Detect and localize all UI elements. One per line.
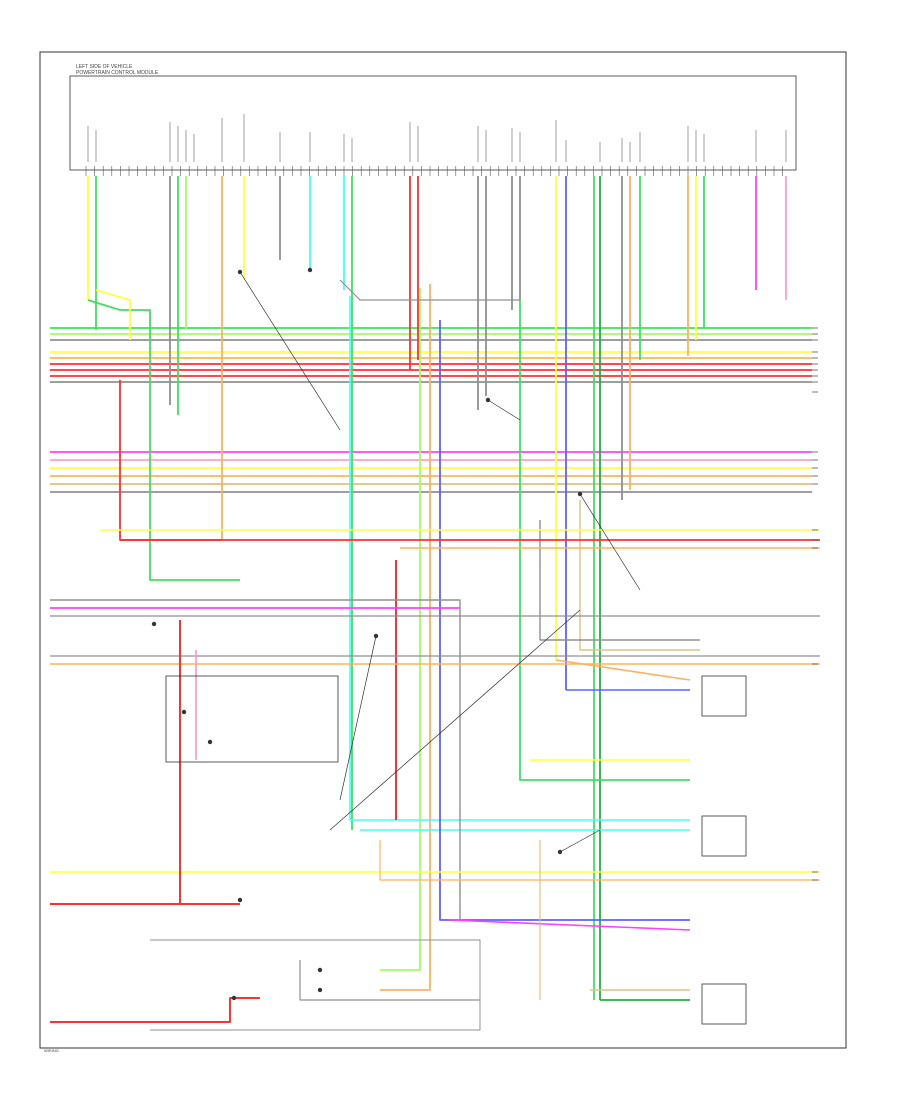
leader-line [239, 271, 341, 431]
route-wire [519, 300, 690, 781]
route-wire [379, 840, 820, 881]
route-wire [95, 289, 131, 340]
route-wire [449, 919, 691, 931]
leader-line [579, 493, 641, 591]
route-wire [50, 997, 260, 1023]
splice-dot [151, 621, 157, 627]
diagram-frame [39, 51, 847, 1049]
splice-dot [181, 709, 187, 715]
leader-line [559, 829, 601, 853]
route-wire [50, 599, 461, 920]
route-wire [349, 296, 690, 821]
splice-dot [237, 897, 243, 903]
route-wire [579, 500, 700, 651]
component-boxes [151, 267, 818, 1025]
route-wire [150, 939, 481, 1031]
route-wire [50, 620, 181, 905]
corner-label: WIRING [44, 1048, 59, 1053]
route-wire [439, 320, 690, 921]
component-box [701, 983, 747, 1025]
splice-dot [307, 267, 313, 273]
component-box [165, 675, 339, 763]
route-wire [539, 520, 700, 641]
leader-lines [239, 271, 641, 853]
wire-harness [50, 176, 820, 1031]
route-wire [339, 279, 520, 301]
leader-line [339, 635, 377, 801]
leader-line [487, 399, 521, 421]
route-wire [87, 299, 240, 581]
connector-pins [85, 114, 787, 176]
component-box [701, 675, 747, 717]
route-wire [380, 284, 431, 991]
component-box [701, 815, 747, 857]
route-wire [380, 288, 421, 971]
splice-dot [317, 967, 323, 973]
splice-dot [231, 995, 237, 1001]
pcm-connector-box [69, 75, 797, 171]
splice-dot [317, 987, 323, 993]
splice-dot [207, 739, 213, 745]
route-wire [299, 960, 480, 1001]
leader-line [329, 609, 581, 831]
route-wire [555, 659, 691, 681]
header-subtitle: POWERTRAIN CONTROL MODULE [76, 70, 159, 76]
header-title: LEFT SIDE OF VEHICLE [76, 64, 133, 70]
